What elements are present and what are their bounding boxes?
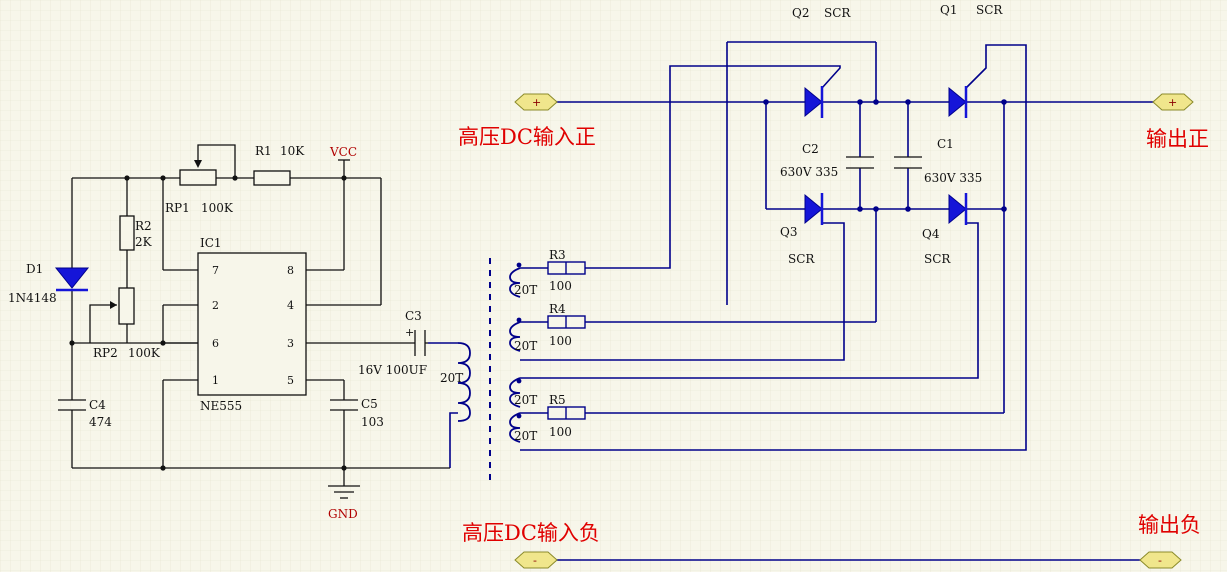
gate-resistor-r4 <box>520 315 876 329</box>
r2-label: R2 <box>135 219 152 233</box>
pin-8: 8 <box>287 264 294 277</box>
rp2-label: RP2 <box>93 346 118 360</box>
scr-q3 <box>804 193 824 225</box>
primary-winding <box>428 342 471 468</box>
secondary-3-turns: 20T <box>514 393 537 407</box>
pin-5: 5 <box>287 374 294 387</box>
gate-resistor-r5 <box>520 406 1004 420</box>
c1-value: 630V 335 <box>924 171 982 185</box>
q3-type: SCR <box>788 252 815 266</box>
resistor-r2 <box>119 215 135 251</box>
resistor-r1 <box>253 170 291 186</box>
rp2-value: 100K <box>128 346 161 360</box>
c2-label: C2 <box>802 142 819 156</box>
c5-value: 103 <box>361 415 384 429</box>
pin-3: 3 <box>287 337 294 350</box>
port-output-negative-sign: - <box>1158 554 1162 567</box>
r5-value: 100 <box>549 425 572 439</box>
r2-value: 2K <box>135 235 153 249</box>
pin-6: 6 <box>212 337 219 350</box>
port-input-negative-sign: - <box>533 554 537 567</box>
c5-label: C5 <box>361 397 378 411</box>
port-input-negative: - <box>514 551 558 569</box>
secondary-winding-3 <box>509 377 522 408</box>
d1-value: 1N4148 <box>8 291 57 305</box>
timer-junctions <box>69 175 347 471</box>
junction-dots <box>763 99 1007 212</box>
c2-value: 630V 335 <box>780 165 838 179</box>
gate-resistor-r3 <box>520 261 586 275</box>
r1-label: R1 <box>255 144 272 158</box>
capacitor-c3 <box>414 330 428 356</box>
pin-7: 7 <box>212 264 219 277</box>
annotation-hv-input-negative: 高压DC输入负 <box>462 521 600 545</box>
port-output-negative: - <box>1139 551 1182 569</box>
r3-label: R3 <box>549 248 566 262</box>
capacitor-c5 <box>330 399 358 411</box>
diode-d1 <box>54 267 90 292</box>
secondary-winding-1 <box>509 262 522 298</box>
primary-turns-label: 20T <box>440 371 463 385</box>
secondary-winding-4 <box>509 412 522 443</box>
rp1-value: 100K <box>201 201 234 215</box>
timer-network-wiring <box>71 144 450 499</box>
c4-label: C4 <box>89 398 106 412</box>
r4-value: 100 <box>549 334 572 348</box>
ic1-label: IC1 <box>200 236 222 250</box>
q4-type: SCR <box>924 252 951 266</box>
c1-label: C1 <box>937 137 954 151</box>
ne555-timer <box>163 252 415 396</box>
pin-4: 4 <box>287 299 294 312</box>
secondary-1-turns: 20T <box>514 283 537 297</box>
port-input-positive: + <box>514 93 558 111</box>
scr-q1 <box>948 86 968 118</box>
r3-value: 100 <box>549 279 572 293</box>
pin-2: 2 <box>212 299 219 312</box>
q3-label: Q3 <box>780 225 797 239</box>
scr-q4 <box>948 193 968 225</box>
scr-bridge-wiring <box>520 41 1027 451</box>
r5-label: R5 <box>549 393 566 407</box>
q1-label: Q1 <box>940 3 957 17</box>
annotation-hv-input-positive: 高压DC输入正 <box>458 125 596 149</box>
c3-value: 16V 100UF <box>358 363 427 377</box>
capacitor-c4 <box>58 399 86 411</box>
c4-value: 474 <box>89 415 112 429</box>
secondary-2-turns: 20T <box>514 339 537 353</box>
ic1-type: NE555 <box>200 399 242 413</box>
d1-label: D1 <box>26 262 43 276</box>
c3-label: C3 <box>405 309 422 323</box>
port-input-positive-sign: + <box>532 96 541 109</box>
r1-value: 10K <box>280 144 305 158</box>
pin-1: 1 <box>212 374 219 387</box>
c3-polarity-mark: + <box>405 326 414 339</box>
potentiometer-rp1 <box>179 160 217 186</box>
r4-label: R4 <box>549 302 566 316</box>
annotation-output-positive: 输出正 <box>1146 127 1209 151</box>
potentiometer-rp2 <box>110 287 135 325</box>
rp1-label: RP1 <box>165 201 190 215</box>
port-output-positive: + <box>1152 93 1194 111</box>
secondary-4-turns: 20T <box>514 429 537 443</box>
scr-q2 <box>804 86 824 118</box>
port-output-positive-sign: + <box>1168 96 1177 109</box>
vcc-label: VCC <box>329 145 357 159</box>
q2-type: SCR <box>824 6 851 20</box>
q2-label: Q2 <box>792 6 809 20</box>
annotation-output-negative: 输出负 <box>1138 513 1201 537</box>
secondary-winding-2 <box>509 317 522 352</box>
q4-label: Q4 <box>922 227 940 241</box>
gnd-label: GND <box>328 507 358 521</box>
q1-type: SCR <box>976 3 1003 17</box>
